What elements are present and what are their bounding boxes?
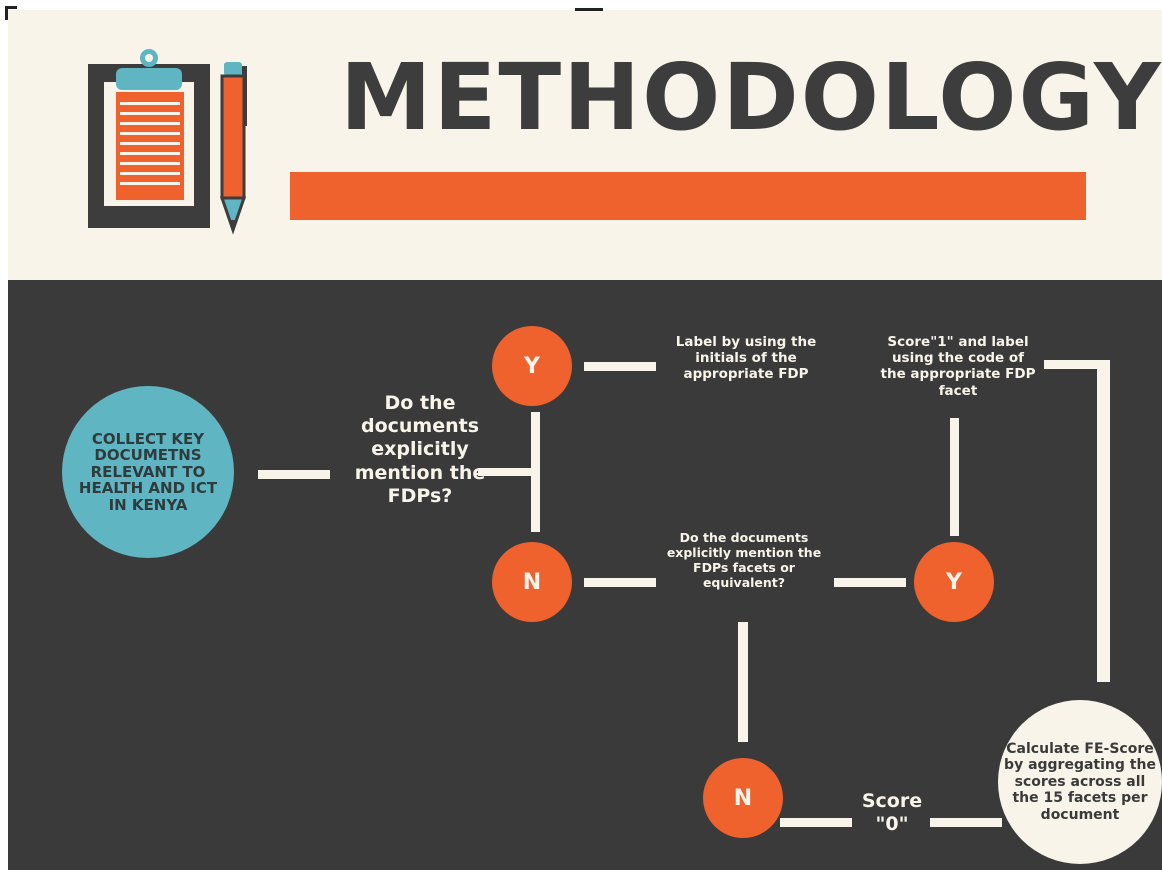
pen-icon [219, 62, 247, 235]
question1-text: Do the documents explicitly mention the … [354, 392, 486, 507]
start-node-label: COLLECT KEY DOCUMETNS RELEVANT TO HEALTH… [78, 429, 218, 514]
frame-corner-mark [5, 6, 17, 9]
connector-y2-to-score1 [950, 418, 959, 536]
score0-text: Score "0" [861, 790, 923, 835]
title-underline-bar [290, 172, 1086, 220]
y2-node-label: Y [946, 569, 962, 595]
connector-score1-right [1044, 360, 1104, 369]
frame-edge-mark [575, 8, 603, 11]
clipboard-icon [88, 49, 210, 228]
connector-right-vertical [1097, 360, 1110, 682]
question2-text: Do the documents explicitly mention the … [666, 530, 822, 590]
connector-question-to-branch [478, 468, 538, 476]
connector-start-to-question [258, 470, 330, 479]
n2-node-label: N [733, 785, 753, 811]
calculate-node-label: Calculate FE-Score by aggregating the sc… [1004, 740, 1156, 823]
connector-n2-to-score0 [780, 818, 852, 827]
connector-question2-to-n2 [738, 622, 748, 742]
connector-score0-to-calculate [930, 818, 1002, 827]
n2-node: N [703, 758, 783, 838]
frame-corner-mark [5, 6, 8, 20]
connector-question2-to-y2 [834, 578, 906, 587]
connector-branch-vertical [531, 412, 540, 532]
page-title: METHODOLOGY [340, 44, 1162, 151]
connector-n1-to-question2 [584, 578, 656, 587]
connector-y1-to-label [584, 362, 656, 371]
n1-node-label: N [522, 569, 542, 595]
y1-node: Y [492, 326, 572, 406]
score1-label-text: Score"1" and label using the code of the… [880, 334, 1036, 399]
n1-node: N [492, 542, 572, 622]
y1-node-label: Y [524, 353, 540, 379]
y2-node: Y [914, 542, 994, 622]
start-node: COLLECT KEY DOCUMETNS RELEVANT TO HEALTH… [62, 386, 234, 558]
calculate-node: Calculate FE-Score by aggregating the sc… [998, 700, 1162, 864]
label-by-initials-text: Label by using the initials of the appro… [675, 334, 817, 383]
